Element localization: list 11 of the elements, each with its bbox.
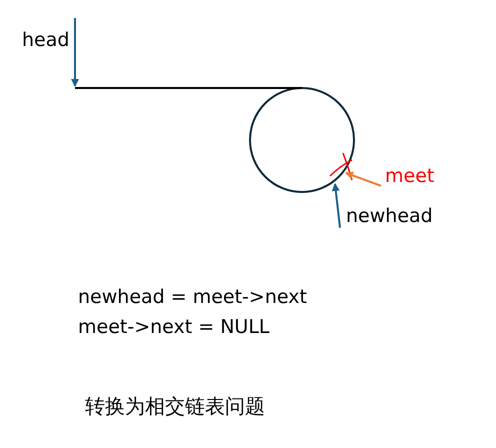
caption-text: 转换为相交链表问题 — [85, 395, 265, 418]
meet-label: meet — [385, 166, 434, 188]
head-label: head — [22, 30, 70, 52]
arrow — [332, 183, 341, 228]
code-line: newhead = meet->next — [78, 287, 307, 309]
newhead-label: newhead — [346, 206, 433, 228]
list-line — [75, 87, 302, 89]
code-line: meet->next = NULL — [78, 317, 270, 339]
cycle-circle — [249, 87, 355, 193]
arrow — [71, 18, 79, 87]
arrow — [345, 172, 382, 187]
